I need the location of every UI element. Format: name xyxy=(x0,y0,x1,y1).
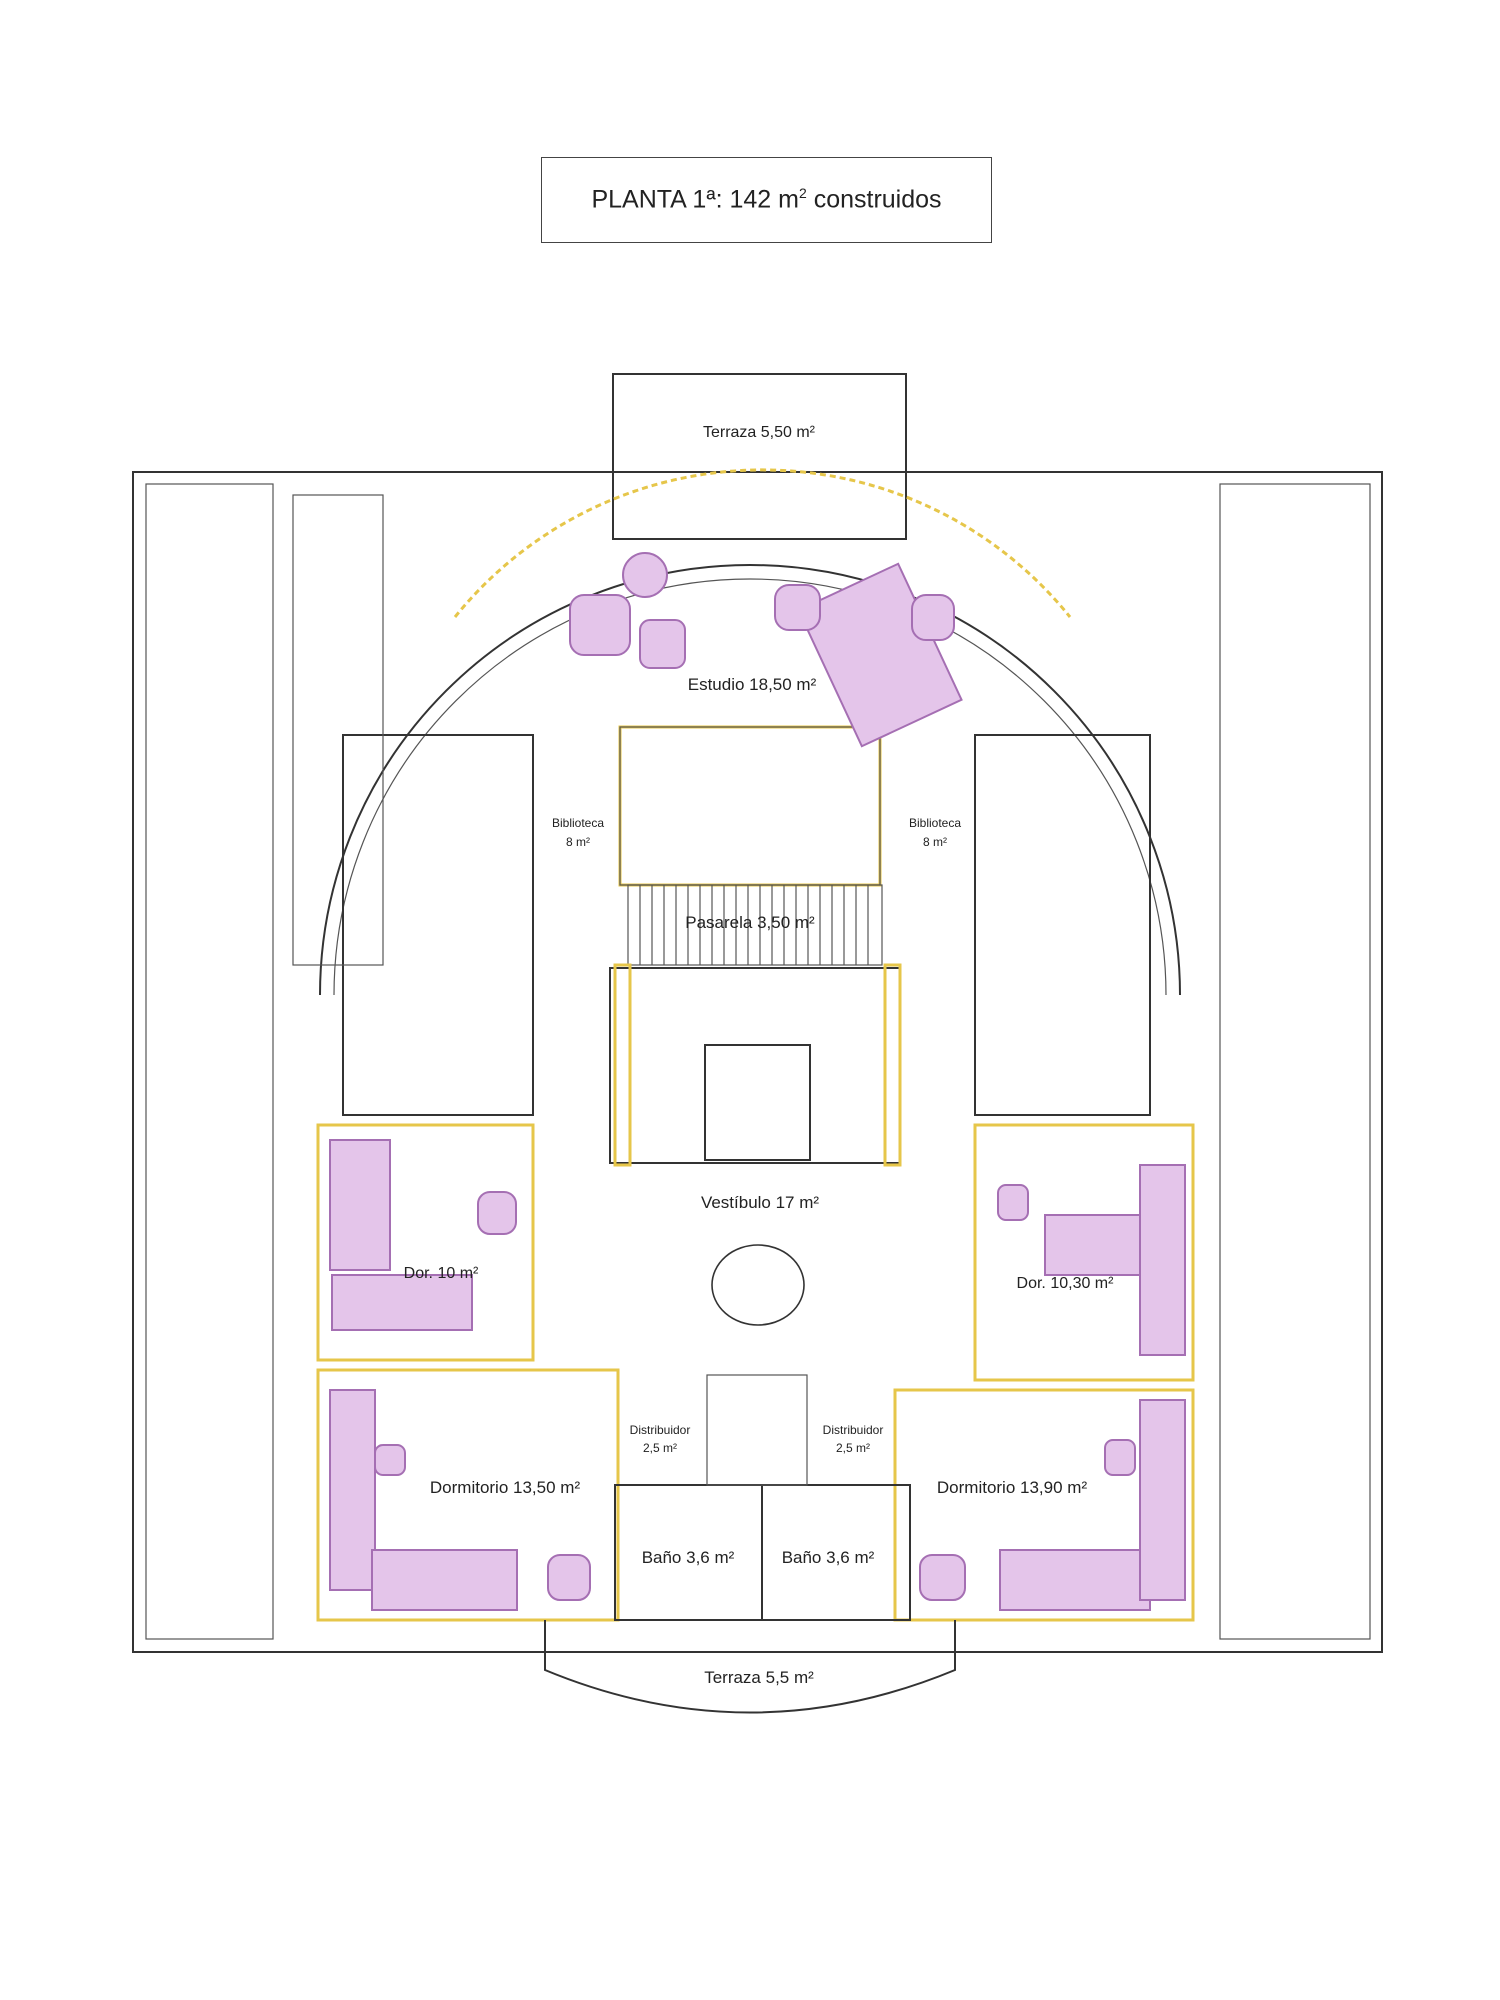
label-distribuidor-right-name: Distribuidor xyxy=(823,1423,884,1437)
circular-wall xyxy=(319,468,1181,996)
plan-title: PLANTA 1ª: 142 m2 construidos xyxy=(591,185,942,214)
staircase xyxy=(609,963,902,1167)
label-biblioteca-right-name: Biblioteca xyxy=(909,816,961,830)
label-bano-left: Baño 3,6 m² xyxy=(642,1548,735,1567)
label-biblioteca-left-area: 8 m² xyxy=(566,835,590,849)
label-terraza-bottom: Terraza 5,5 m² xyxy=(704,1668,814,1687)
label-distribuidor-right-area: 2,5 m² xyxy=(836,1441,870,1455)
label-dor-left: Dor. 10 m² xyxy=(404,1265,479,1282)
label-vestibulo: Vestíbulo 17 m² xyxy=(701,1193,819,1212)
plan-title-box: PLANTA 1ª: 142 m2 construidos xyxy=(541,157,992,243)
left-storage-block xyxy=(292,494,534,1116)
library-opening xyxy=(618,725,882,887)
label-bano-right: Baño 3,6 m² xyxy=(782,1548,875,1567)
library-frame xyxy=(619,726,881,886)
label-pasarela: Pasarela 3,50 m² xyxy=(685,913,815,932)
vestibulo-table xyxy=(711,1244,805,1326)
right-storage-block xyxy=(974,734,1151,1116)
label-dormitorio-left: Dormitorio 13,50 m² xyxy=(430,1478,581,1497)
study-furniture xyxy=(569,552,963,748)
label-dor-right: Dor. 10,30 m² xyxy=(1017,1275,1115,1292)
label-distribuidor-left-name: Distribuidor xyxy=(630,1423,691,1437)
terraza-bottom-outline xyxy=(544,1620,956,1714)
bedroom-furniture xyxy=(329,1139,1186,1611)
bedroom-left-walls xyxy=(316,1123,620,1622)
label-terraza-top: Terraza 5,50 m² xyxy=(703,424,816,441)
outer-walls xyxy=(132,373,1383,1653)
label-estudio: Estudio 18,50 m² xyxy=(688,675,817,694)
label-biblioteca-left-name: Biblioteca xyxy=(552,816,604,830)
label-dormitorio-right: Dormitorio 13,90 m² xyxy=(937,1478,1088,1497)
bedroom-right-walls xyxy=(893,1123,1195,1622)
label-distribuidor-left-area: 2,5 m² xyxy=(643,1441,677,1455)
bathroom-walls xyxy=(614,1374,911,1621)
pasarela-hatching xyxy=(627,884,883,966)
label-biblioteca-right-area: 8 m² xyxy=(923,835,947,849)
